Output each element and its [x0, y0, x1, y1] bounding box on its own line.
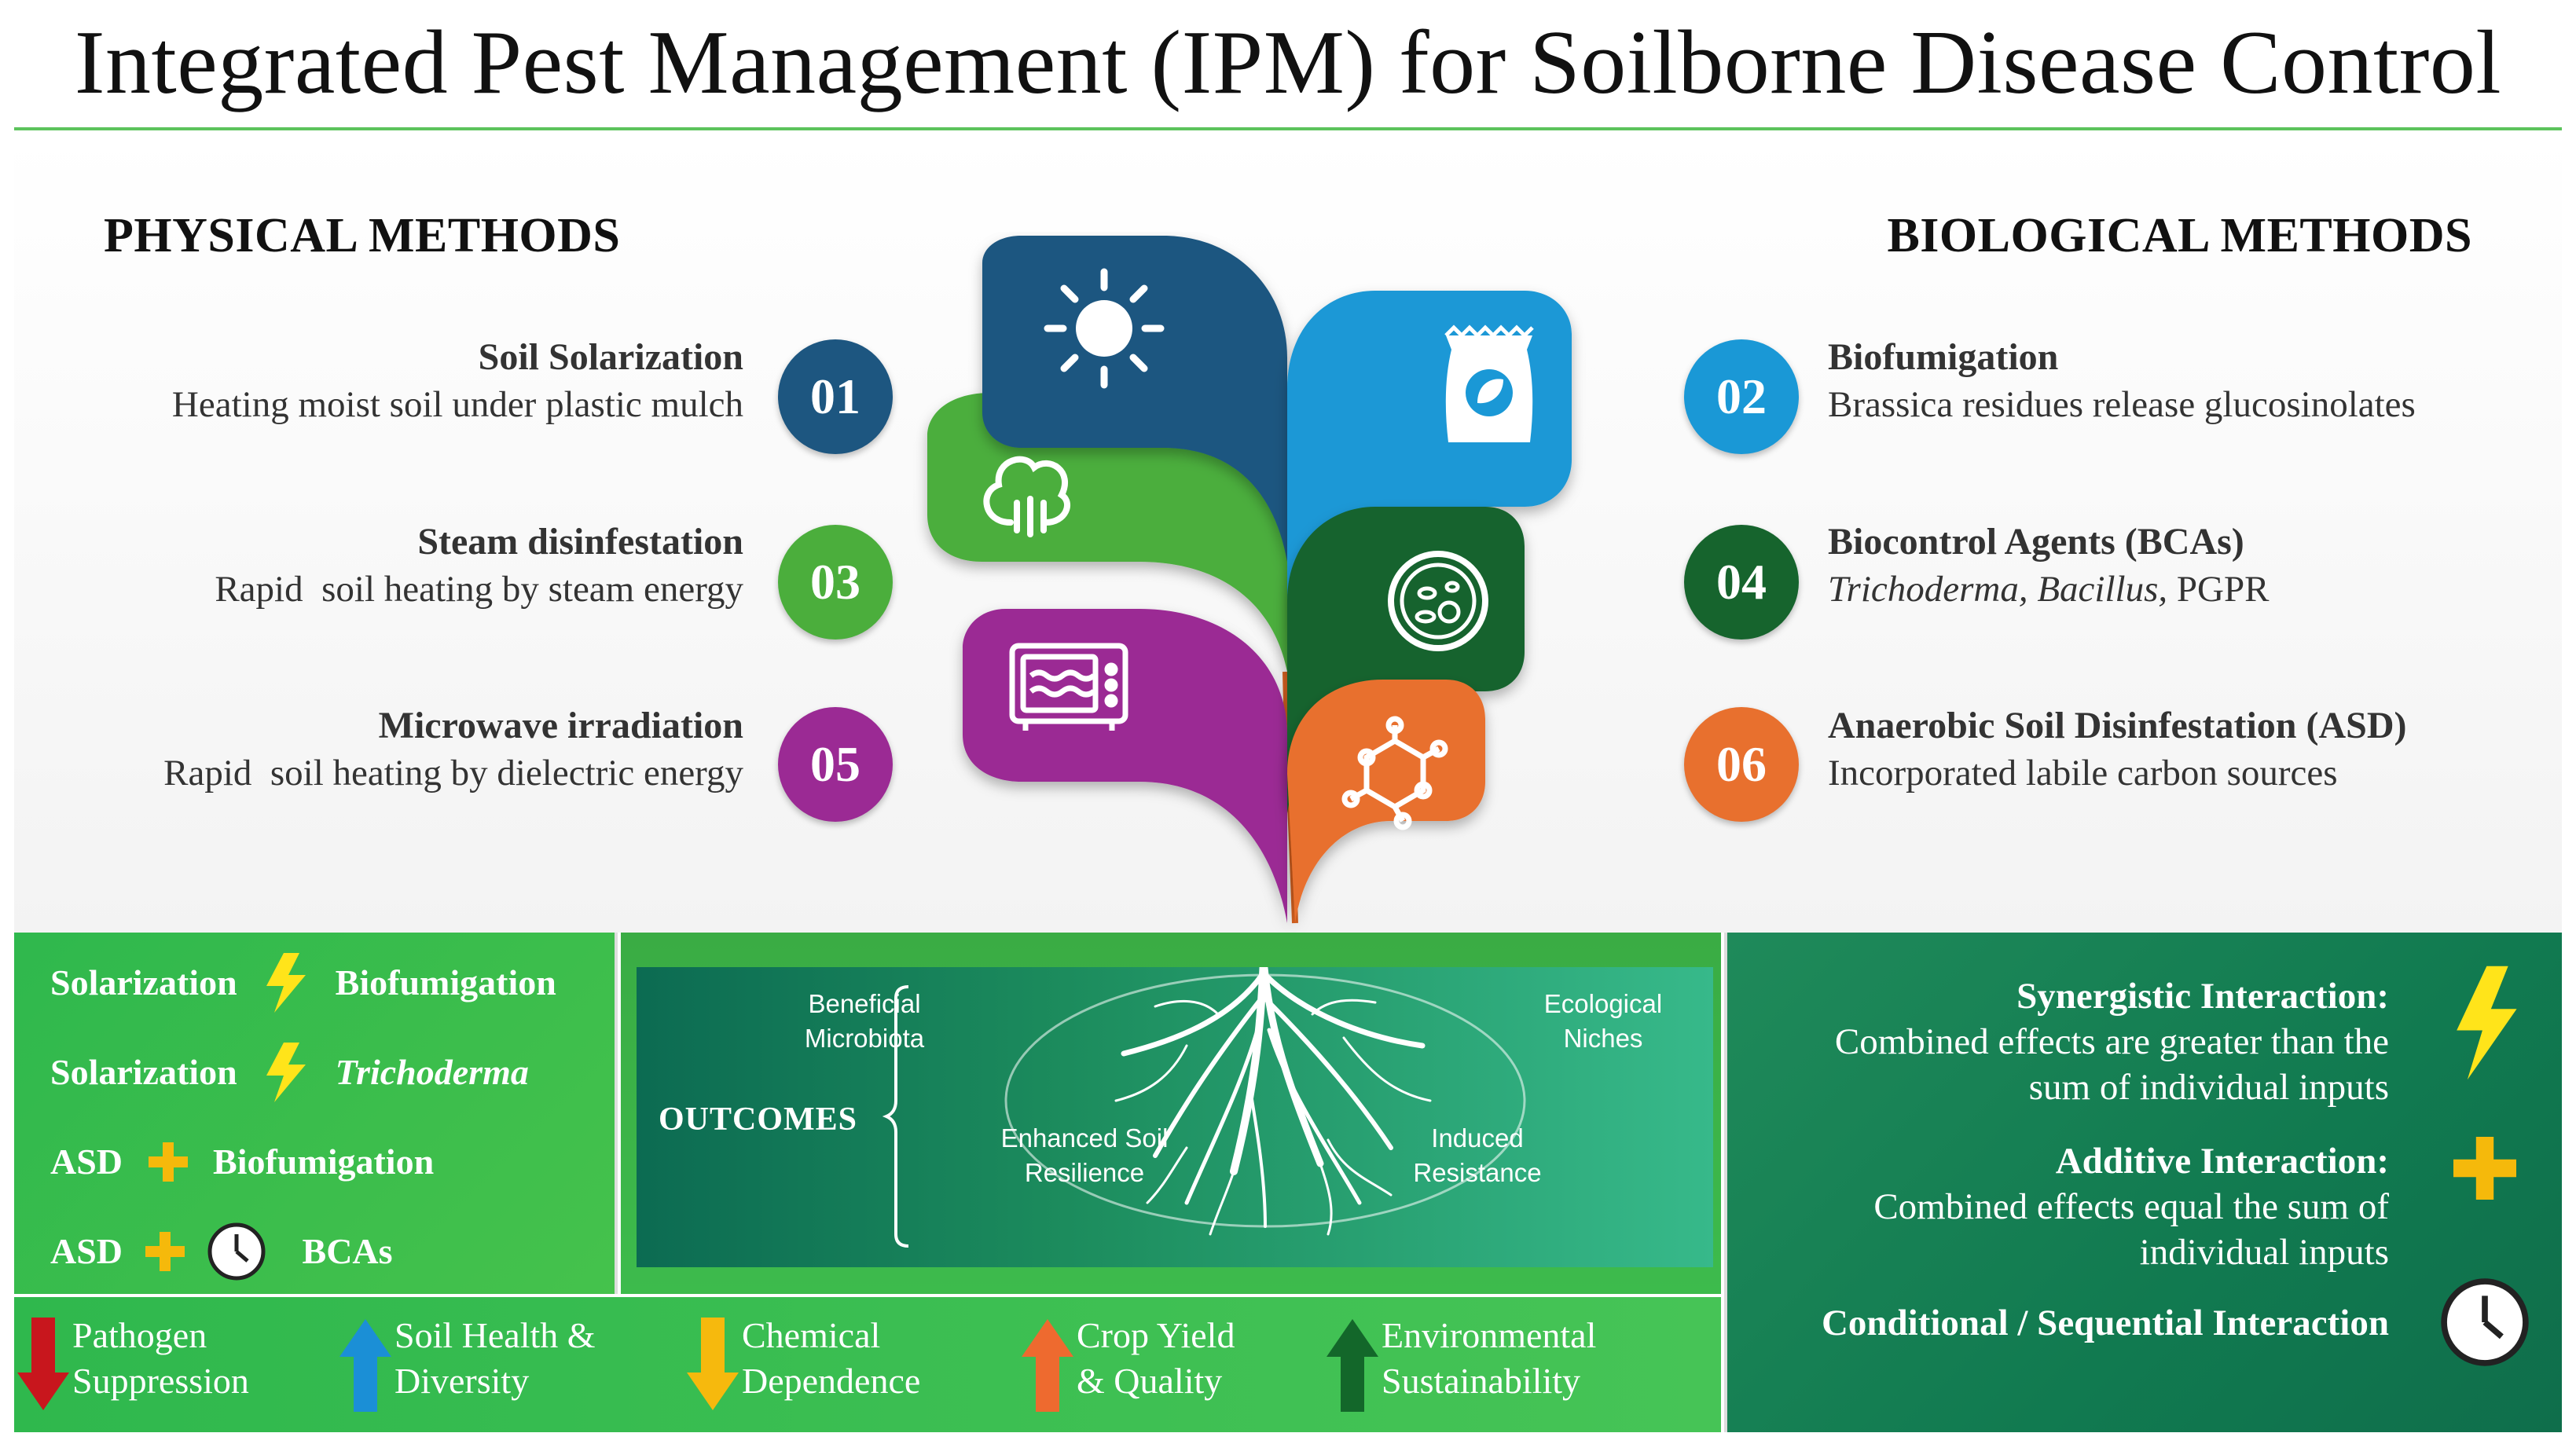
- number-badge-03: 03: [778, 525, 893, 640]
- combo-row: Solarization Trichoderma: [50, 1038, 529, 1103]
- method-description-italic: Trichoderma, Bacillus,: [1828, 569, 2168, 610]
- ipm-tree-graphic: [927, 236, 1572, 924]
- number-badge-02: 02: [1684, 339, 1799, 454]
- outcome-induced-resistance: Induced Resistance: [1413, 1123, 1542, 1187]
- method-anaerobic-soil-disinfestation: Anaerobic Soil Disinfestation (ASD) Inco…: [1828, 702, 2472, 797]
- combo-row: ASD BCAs: [50, 1217, 393, 1281]
- combo-b: Biofumigation: [335, 962, 556, 1003]
- number-badge-04: 04: [1684, 525, 1799, 640]
- sun-icon: [1044, 268, 1165, 389]
- lightning-icon: [2457, 966, 2517, 1080]
- method-description: Incorporated labile carbon sources: [1828, 753, 2338, 793]
- microwave-icon: [1009, 643, 1128, 731]
- clock-icon: [207, 1222, 266, 1281]
- interaction-description: individual inputs: [2139, 1232, 2389, 1273]
- method-title: Steam disinfestation: [417, 521, 743, 563]
- clock-icon: [2441, 1278, 2529, 1366]
- interaction-description: Combined effects equal the sum of: [1873, 1186, 2389, 1227]
- petri-dish-icon: [1388, 551, 1488, 651]
- steam-icon: [983, 456, 1071, 537]
- method-title: Biocontrol Agents (BCAs): [1828, 521, 2244, 563]
- method-microwave-irradiation: Microwave irradiation Rapid soil heating…: [99, 702, 743, 797]
- additive-interaction: Additive Interaction: Combined effects e…: [1873, 1138, 2389, 1275]
- interaction-description: Combined effects are greater than the: [1834, 1021, 2389, 1062]
- combo-a: Solarization: [50, 1052, 237, 1093]
- bottom-panel: Solarization Biofumigation Solarization …: [14, 933, 2562, 1432]
- lightning-icon: [266, 1043, 306, 1103]
- interaction-title: Additive Interaction:: [2055, 1141, 2389, 1182]
- molecule-icon: [1341, 716, 1448, 830]
- method-title: Microwave irradiation: [378, 705, 743, 746]
- interaction-title: Synergistic Interaction:: [2016, 976, 2389, 1017]
- method-description-rest: PGPR: [2167, 569, 2270, 610]
- method-title: Soil Solarization: [478, 336, 743, 378]
- combo-b: BCAs: [302, 1231, 393, 1272]
- root-system-icon: [1114, 967, 1432, 1236]
- impact-label: Crop Yield& Quality: [1077, 1315, 1235, 1401]
- combo-b: Trichoderma: [335, 1052, 529, 1093]
- impact-soil-health: Soil Health &Diversity: [336, 1297, 674, 1432]
- arrow-up-icon: [1022, 1319, 1073, 1412]
- physical-methods-heading: PHYSICAL METHODS: [104, 209, 621, 262]
- outcome-beneficial-microbiota: Beneficial Microbiota: [804, 989, 925, 1053]
- interaction-legend-panel: Synergistic Interaction: Combined effect…: [1724, 933, 2562, 1432]
- method-biocontrol-agents: Biocontrol Agents (BCAs) Trichoderma, Ba…: [1828, 519, 2472, 613]
- method-biofumigation: Biofumigation Brassica residues release …: [1828, 334, 2472, 428]
- combinations-panel: Solarization Biofumigation Solarization …: [14, 933, 618, 1294]
- interaction-description: sum of individual inputs: [2028, 1067, 2389, 1108]
- outcome-ecological-niches: Ecological Niches: [1543, 989, 1663, 1053]
- combo-row: Solarization Biofumigation: [50, 948, 556, 1013]
- method-description: Rapid soil heating by steam energy: [215, 569, 743, 610]
- arrow-up-icon: [1327, 1319, 1378, 1412]
- method-description: Heating moist soil under plastic mulch: [171, 384, 743, 425]
- combo-row: ASD Biofumigation: [50, 1127, 434, 1190]
- combo-a: Solarization: [50, 962, 237, 1003]
- combo-a: ASD: [50, 1231, 123, 1272]
- combo-b: Biofumigation: [213, 1142, 435, 1182]
- outcomes-label: OUTCOMES: [659, 1101, 858, 1138]
- outcome-enhanced-soil-resilience: Enhanced Soil Resilience: [1000, 1123, 1169, 1187]
- arrow-up-icon: [339, 1319, 391, 1412]
- impact-crop-yield: Crop Yield& Quality: [1018, 1297, 1333, 1432]
- synergistic-interaction: Synergistic Interaction: Combined effect…: [1835, 973, 2389, 1110]
- plus-icon: [2453, 1137, 2516, 1200]
- method-steam-disinfestation: Steam disinfestation Rapid soil heating …: [99, 519, 743, 613]
- title-divider: [14, 127, 2562, 130]
- fertilizer-bag-icon: [1444, 324, 1534, 442]
- arrow-down-icon: [17, 1318, 69, 1410]
- interaction-title: Conditional / Sequential Interaction: [1821, 1303, 2389, 1343]
- plus-icon: [148, 1142, 188, 1182]
- outcomes-box: OUTCOMES Beneficial Microbiota Ecologica…: [637, 967, 1713, 1267]
- biological-methods-heading: BIOLOGICAL METHODS: [1887, 209, 2472, 262]
- method-description: Trichoderma, Bacillus, PGPR: [1828, 566, 2472, 613]
- conditional-sequential-interaction: Conditional / Sequential Interaction: [1822, 1300, 2389, 1346]
- plus-icon: [145, 1232, 185, 1272]
- petal-solar: [982, 236, 1287, 562]
- method-title: Anaerobic Soil Disinfestation (ASD): [1828, 705, 2407, 746]
- outcome-bracket: [882, 985, 909, 1248]
- outcomes-panel: OUTCOMES Beneficial Microbiota Ecologica…: [621, 933, 1721, 1294]
- combo-a: ASD: [50, 1142, 123, 1182]
- petal-bcas: [1287, 507, 1525, 813]
- number-badge-06: 06: [1684, 707, 1799, 822]
- page-title: Integrated Pest Management (IPM) for Soi…: [74, 13, 2502, 113]
- arrow-down-icon: [687, 1318, 739, 1410]
- method-description: Brassica residues release glucosinolates: [1828, 384, 2416, 425]
- number-badge-05: 05: [778, 707, 893, 822]
- impact-label: Soil Health &Diversity: [394, 1315, 596, 1401]
- lightning-icon: [266, 953, 306, 1013]
- method-soil-solarization: Soil Solarization Heating moist soil und…: [99, 334, 743, 428]
- method-description: Rapid soil heating by dielectric energy: [163, 753, 743, 793]
- number-badge-01: 01: [778, 339, 893, 454]
- method-title: Biofumigation: [1828, 336, 2059, 378]
- roots-graphic: [882, 967, 1526, 1248]
